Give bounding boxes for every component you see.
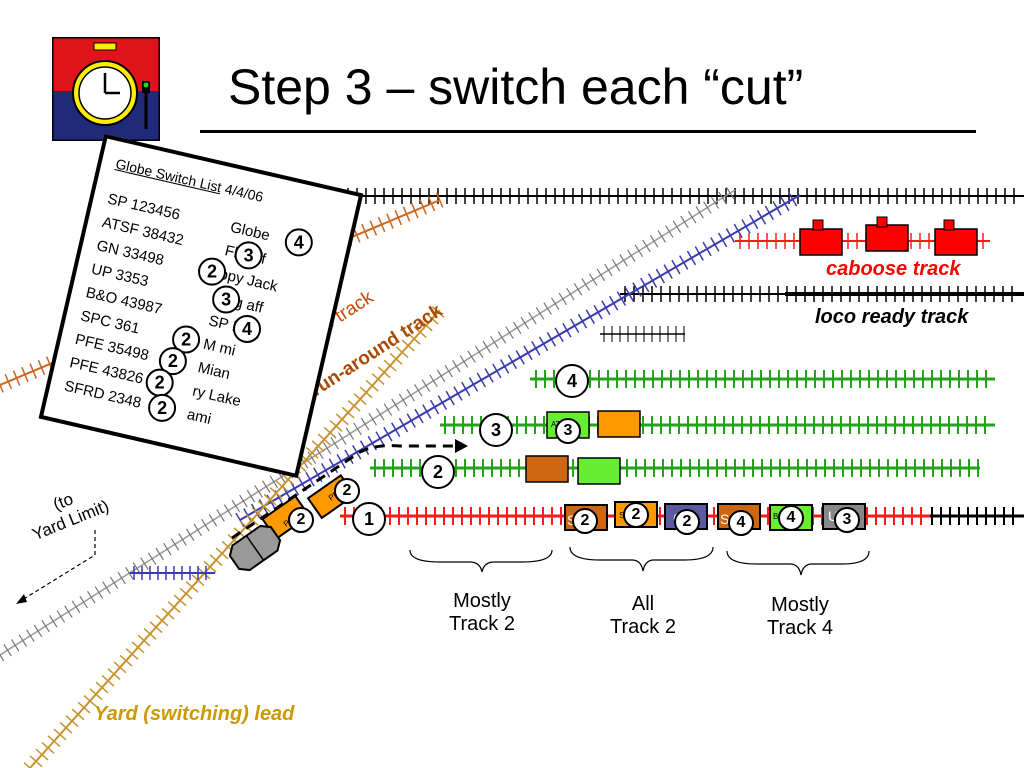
yard-limit-leader	[21, 530, 96, 601]
dest-caption-3-line2: Track 4	[767, 617, 833, 639]
dest-caption-3: Mostly Track 4	[748, 594, 852, 640]
dest-caption-1-line1: Mostly	[453, 590, 511, 612]
track-2-rails	[370, 459, 980, 477]
switch-engine	[228, 524, 282, 572]
caboose-1	[799, 219, 843, 256]
track3-car-orange	[597, 410, 641, 438]
dest-caption-1-line2: Track 2	[449, 613, 515, 635]
caboose-3	[934, 219, 978, 256]
brace-mostly-track-2	[409, 549, 553, 573]
short-spur-track	[600, 326, 685, 342]
track-number-2: 2	[421, 455, 455, 489]
switch-list-cut-badge-9: 2	[148, 393, 177, 422]
switch-list-cut-badge-2: 3	[234, 241, 263, 270]
switch-list-cut-badge-8: 2	[145, 368, 174, 397]
track-3-rails	[440, 416, 995, 434]
dest-caption-1: Mostly Track 2	[430, 590, 534, 636]
switch-list-dest-8: ry Lake	[190, 382, 243, 411]
top-yard-track	[320, 188, 1024, 204]
dest-caption-2: All Track 2	[591, 593, 695, 639]
move-arrow	[231, 444, 455, 540]
track1-cut-badge-3: 2	[674, 509, 700, 535]
switch-list-dest-7: Mian	[196, 359, 232, 384]
switch-list-cut-badge-1: 4	[284, 228, 313, 257]
lead-car-a-cut-badge: 2	[334, 478, 360, 504]
main-track-upper-diagonal	[0, 186, 736, 662]
brace-mostly-track-4	[726, 550, 870, 576]
dest-caption-2-line2: Track 2	[610, 616, 676, 638]
track1-cut-badge-5: 4	[778, 505, 804, 531]
blue-stub-track	[130, 566, 215, 580]
loco-ready-track-label: loco ready track	[815, 306, 969, 328]
brace-all-track-2	[569, 546, 714, 572]
slide-title: Step 3 – switch each “cut”	[228, 59, 804, 115]
switch-list-dest-9: ami	[185, 405, 213, 428]
caboose-2	[865, 216, 909, 252]
track2-car-brown	[525, 455, 569, 483]
switch-list-title: Globe Switch List	[114, 155, 224, 196]
yard-limit-arrowhead	[16, 594, 27, 604]
lead-car-b-cut-badge: 2	[288, 507, 314, 533]
switch-list-cut-badge-5: 4	[233, 314, 262, 343]
caboose-track-label: caboose track	[826, 258, 961, 280]
track2-car-green	[577, 457, 621, 485]
switch-list-cut-badge-3: 2	[198, 257, 227, 286]
dest-caption-3-line1: Mostly	[771, 594, 829, 616]
track1-cut-badge-1: 2	[572, 508, 598, 534]
track-number-3: 3	[479, 413, 513, 447]
dest-caption-2-line1: All	[631, 593, 655, 615]
yard-lead-label: Yard (switching) lead	[94, 703, 295, 725]
run-around-diagonal	[235, 191, 801, 528]
track1-cut-badge-6: 3	[834, 507, 860, 533]
track3-car-cut-badge: 3	[555, 418, 581, 444]
switch-list-cut-badge-4: 3	[212, 285, 241, 314]
yard-lead-diagonal	[23, 306, 445, 768]
track-4-rails	[530, 370, 995, 388]
track-number-1: 1	[352, 502, 386, 536]
track1-cut-badge-2: 2	[623, 502, 649, 528]
switch-list-date: 4/4/06	[223, 180, 265, 205]
track1-cut-badge-4: 4	[728, 510, 754, 536]
loco-ready-track-rails	[620, 286, 1024, 302]
switch-list-dest-6: M mi	[201, 335, 238, 360]
stopwatch-signal-icon	[50, 35, 162, 143]
track-number-4: 4	[555, 364, 589, 398]
move-arrow-head	[455, 439, 468, 453]
title-underline	[200, 130, 976, 133]
